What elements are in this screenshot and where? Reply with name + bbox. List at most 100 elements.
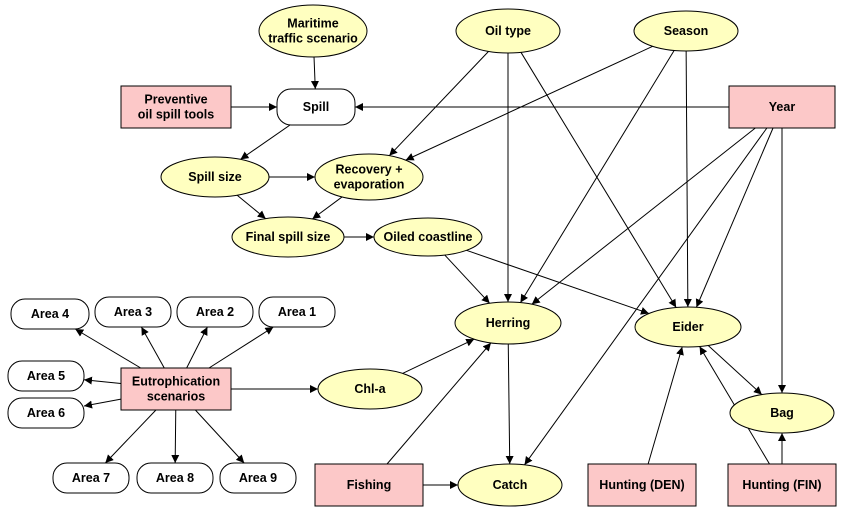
node-bag[interactable]: Bag	[729, 392, 835, 434]
node-oiled-label: Oiled coastline	[384, 230, 473, 244]
node-oiled-shape	[373, 217, 483, 257]
edge-eutro-to-area3	[140, 326, 165, 369]
edge-hunt-den-to-eider	[647, 346, 684, 465]
edge-spill-to-spill-size	[240, 124, 291, 160]
node-preventive-shape	[120, 85, 232, 129]
edge-eutro-to-area6	[83, 398, 122, 409]
edge-eutro-to-area2	[186, 326, 208, 369]
node-catch-shape	[457, 463, 563, 507]
edge-maritime-to-spill	[310, 56, 319, 90]
edge-eutro-to-area7	[104, 409, 157, 464]
node-eutro-label: scenarios	[147, 390, 205, 404]
node-area9[interactable]: Area 9	[219, 462, 297, 494]
edge-year-to-eider	[695, 127, 774, 308]
node-catch[interactable]: Catch	[457, 463, 563, 507]
node-maritime-label: Maritime	[287, 17, 338, 31]
node-area1-shape	[258, 296, 336, 328]
node-area6-shape	[7, 397, 85, 429]
edge-eutro-to-area8	[171, 409, 180, 464]
node-recovery[interactable]: Recovery +evaporation	[314, 153, 424, 201]
edge-eutro-to-area4	[74, 328, 141, 369]
edge-season-to-herring	[520, 50, 675, 303]
node-spill-shape	[276, 88, 356, 126]
node-final-spill-label: Final spill size	[246, 230, 331, 244]
node-hunt-fin-shape	[727, 463, 837, 507]
node-final-spill-shape	[231, 216, 345, 258]
edge-spill-size-to-final-spill	[236, 194, 267, 220]
node-catch-label: Catch	[493, 478, 528, 492]
node-oiled[interactable]: Oiled coastline	[373, 217, 483, 257]
node-preventive-label: oil spill tools	[138, 108, 214, 122]
node-eutro-label: Eutrophication	[132, 375, 220, 389]
edge-oiled-to-eider	[466, 249, 650, 315]
node-area4[interactable]: Area 4	[10, 298, 90, 330]
node-season[interactable]: Season	[633, 10, 739, 52]
node-fishing-label: Fishing	[347, 478, 391, 492]
node-spill-label: Spill	[303, 100, 329, 114]
node-maritime-shape	[258, 4, 368, 58]
node-area5[interactable]: Area 5	[7, 360, 85, 392]
node-area2-shape	[176, 296, 254, 328]
edge-recovery-to-final-spill	[312, 196, 343, 220]
edge-eutro-to-area1	[208, 326, 274, 369]
node-eider[interactable]: Eider	[634, 306, 742, 348]
node-hunt-fin[interactable]: Hunting (FIN)	[727, 463, 837, 507]
node-area8-shape	[136, 462, 214, 494]
node-spill[interactable]: Spill	[276, 88, 356, 126]
node-area7-label: Area 7	[72, 471, 110, 485]
edge-chla-to-herring	[402, 338, 475, 374]
node-area8-label: Area 8	[156, 471, 194, 485]
node-final-spill[interactable]: Final spill size	[231, 216, 345, 258]
node-hunt-den[interactable]: Hunting (DEN)	[587, 463, 697, 507]
node-spill-size-label: Spill size	[188, 170, 242, 184]
node-bag-label: Bag	[770, 406, 794, 420]
node-hunt-fin-label: Hunting (FIN)	[742, 478, 821, 492]
edges-layer	[74, 45, 786, 489]
node-herring[interactable]: Herring	[454, 301, 562, 345]
node-eider-label: Eider	[672, 320, 703, 334]
node-area1[interactable]: Area 1	[258, 296, 336, 328]
node-oil-type-shape	[455, 8, 561, 54]
node-area5-label: Area 5	[27, 369, 65, 383]
node-area3[interactable]: Area 3	[94, 296, 172, 328]
node-eider-shape	[634, 306, 742, 348]
node-area3-label: Area 3	[114, 305, 152, 319]
node-fishing[interactable]: Fishing	[314, 463, 424, 507]
node-spill-size-shape	[160, 156, 270, 198]
node-preventive-label: Preventive	[144, 93, 207, 107]
node-area6-label: Area 6	[27, 406, 65, 420]
node-year-label: Year	[769, 100, 796, 114]
node-area6[interactable]: Area 6	[7, 397, 85, 429]
node-area2[interactable]: Area 2	[176, 296, 254, 328]
edge-year-to-catch	[524, 127, 768, 466]
node-area4-label: Area 4	[31, 307, 69, 321]
edge-herring-to-catch	[505, 343, 514, 465]
edge-oil-type-to-eider	[520, 52, 677, 308]
node-fishing-shape	[314, 463, 424, 507]
node-area8[interactable]: Area 8	[136, 462, 214, 494]
node-oil-type[interactable]: Oil type	[455, 8, 561, 54]
node-year[interactable]: Year	[728, 85, 836, 129]
node-area9-label: Area 9	[239, 471, 277, 485]
edge-year-to-herring	[531, 127, 756, 305]
node-herring-shape	[454, 301, 562, 345]
node-maritime-label: traffic scenario	[268, 32, 358, 46]
edge-fishing-to-herring	[386, 342, 492, 465]
node-chla[interactable]: Chl-a	[317, 368, 423, 410]
node-spill-size[interactable]: Spill size	[160, 156, 270, 198]
node-area7[interactable]: Area 7	[52, 462, 130, 494]
node-chla-label: Chl-a	[354, 382, 386, 396]
node-hunt-den-label: Hunting (DEN)	[599, 478, 684, 492]
edge-eutro-to-area9	[194, 409, 245, 464]
edge-oiled-to-herring	[444, 254, 491, 304]
node-year-shape	[728, 85, 836, 129]
node-hunt-den-shape	[587, 463, 697, 507]
edge-eider-to-bag	[707, 345, 763, 395]
node-area2-label: Area 2	[196, 305, 234, 319]
node-season-shape	[633, 10, 739, 52]
